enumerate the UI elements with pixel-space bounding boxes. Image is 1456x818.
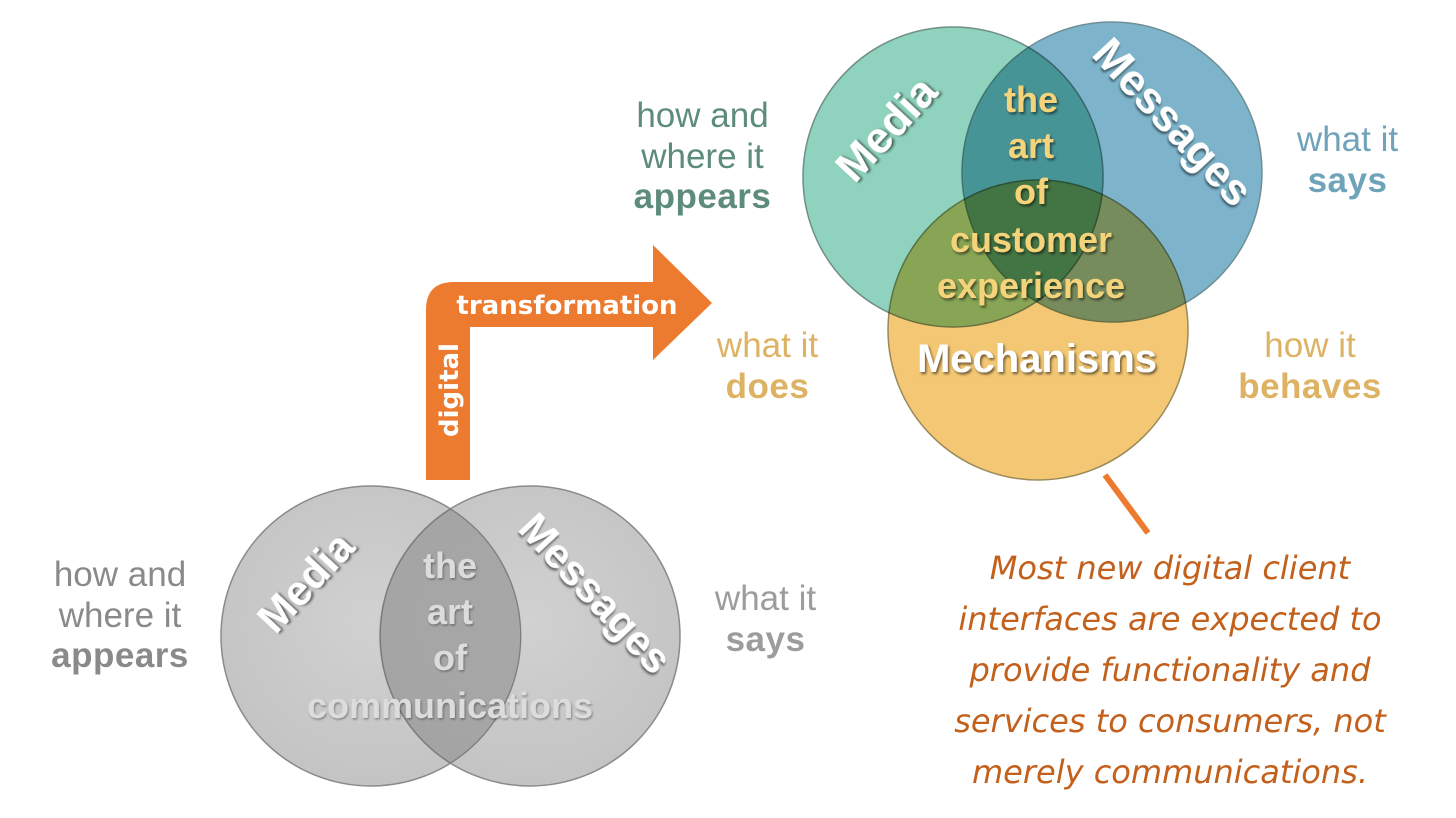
center-line: customer	[950, 219, 1112, 260]
callout-line: interfaces are expected to	[958, 600, 1382, 638]
label-line: where it	[641, 136, 764, 176]
label-bold: appears	[633, 177, 772, 217]
label-bold: behaves	[1238, 366, 1382, 406]
mechanisms-circle	[887, 179, 1189, 481]
center-line: of	[1014, 171, 1049, 212]
callout-line: provide functionality and	[969, 651, 1371, 689]
arrow-shape	[426, 245, 712, 480]
old-messages-side-label: what it says	[693, 579, 838, 660]
center-text: the art of customer experience	[937, 79, 1125, 306]
does-side-label: what it does	[695, 326, 840, 407]
mechanisms-label: Mechanisms	[917, 337, 1157, 381]
digital-transformation-arrow: transformation digital	[426, 245, 712, 480]
gray-center-text: the art of communications	[307, 545, 593, 726]
center-line: the	[1004, 79, 1058, 120]
gray-center-line: the	[423, 545, 477, 586]
label-bold: appears	[51, 636, 189, 676]
gray-overlap	[379, 508, 522, 764]
old-media-side-label: how and where it appears	[20, 555, 220, 677]
arrow-label-transformation: transformation	[456, 291, 677, 321]
gray-center-line: art	[427, 591, 473, 632]
media-side-label: how and where it appears	[600, 96, 805, 218]
label-bold: says	[1307, 160, 1388, 200]
callout-pointer-line	[1102, 473, 1151, 535]
label-line: what it	[1296, 120, 1399, 159]
label-line: how and	[53, 555, 187, 594]
label-bold: does	[725, 366, 810, 406]
customer-experience-venn: Media Messages Mechanisms the art of cus…	[802, 21, 1263, 481]
messages-side-label: what it says	[1275, 120, 1420, 201]
communications-venn: Media Messages the art of communications	[220, 485, 681, 787]
center-line: art	[1008, 125, 1054, 166]
callout-line: merely communications.	[971, 753, 1368, 791]
label-line: what it	[716, 326, 819, 365]
label-line: how it	[1264, 326, 1356, 365]
callout-text: Most new digital client interfaces are e…	[930, 543, 1410, 798]
callout-line: Most new digital client	[989, 549, 1351, 587]
gray-center-line: of	[433, 637, 468, 678]
label-line: where it	[58, 595, 182, 635]
label-line: what it	[714, 579, 817, 618]
gray-center-line: communications	[307, 685, 593, 726]
label-bold: says	[725, 619, 806, 659]
arrow-label-digital: digital	[435, 343, 465, 437]
behaves-side-label: how it behaves	[1210, 326, 1410, 407]
center-line: experience	[937, 265, 1125, 306]
callout-line: services to consumers, not	[954, 702, 1386, 740]
label-line: how and	[636, 96, 769, 135]
